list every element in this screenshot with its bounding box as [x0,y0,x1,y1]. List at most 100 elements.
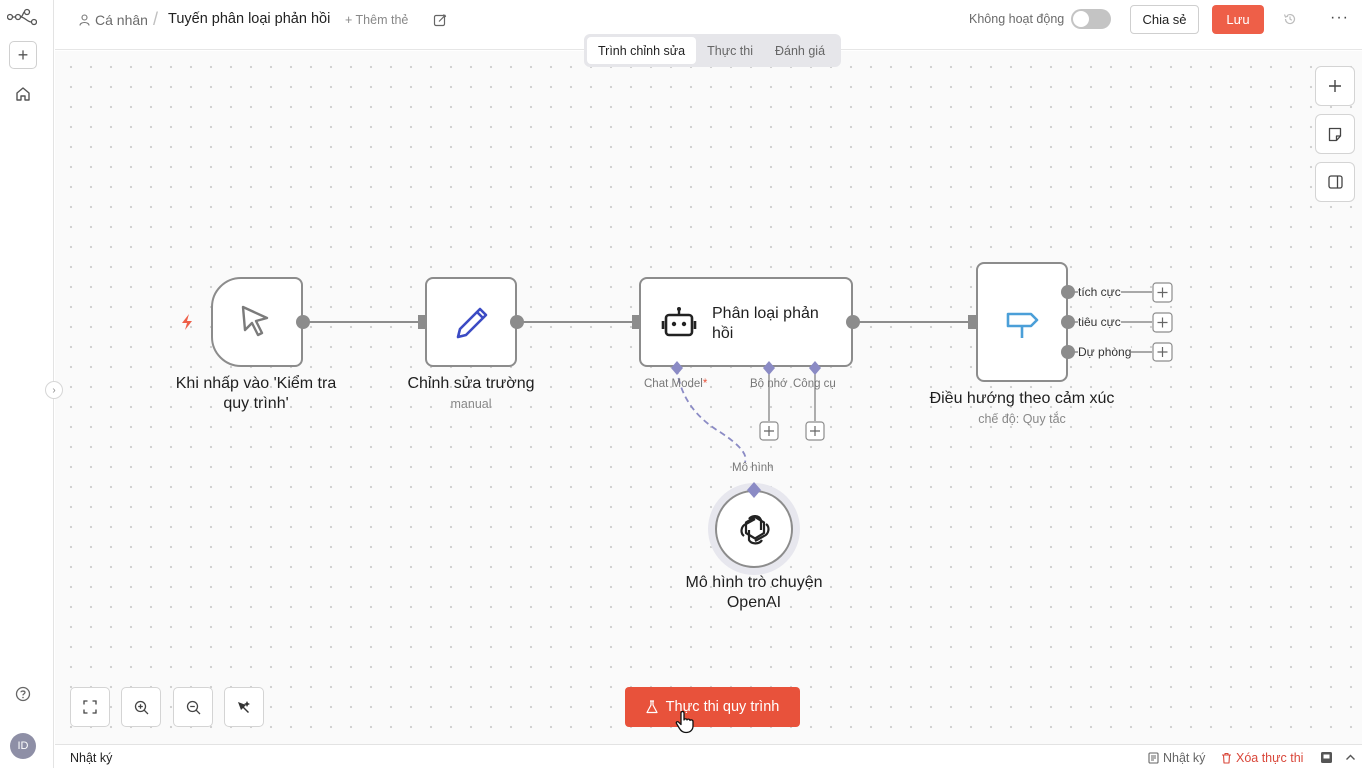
model-output-handle[interactable] [745,481,763,499]
router-output-positive: tích cực [1078,285,1121,299]
flask-icon [646,700,658,714]
robot-icon [661,307,697,337]
home-icon[interactable] [15,86,31,102]
edit-icon[interactable] [433,13,447,27]
more-icon[interactable]: ··· [1330,9,1349,26]
classifier-node-label: Phân loại phản hồi [712,305,819,342]
edit-fields-node-subtitle: manual [450,397,492,411]
share-button[interactable]: Chia sẻ [1130,5,1199,34]
history-icon[interactable] [1283,12,1297,26]
run-workflow-button[interactable]: Thực thi quy trình [625,687,800,727]
avatar[interactable]: ID [10,733,36,759]
classifier-input-handles [671,361,821,375]
trigger-node[interactable] [211,277,303,367]
output-handle[interactable] [845,314,861,330]
plus-icon: + [17,44,29,65]
open-logs-button[interactable]: Nhật ký [1148,751,1205,765]
breadcrumb-owner[interactable]: Cá nhân [79,12,148,28]
add-workflow-button[interactable]: + [9,41,37,69]
signpost-icon [1006,312,1039,338]
router-node[interactable] [976,262,1068,382]
clear-execution-label: Xóa thực thi [1236,751,1304,765]
edit-fields-node[interactable] [425,277,517,367]
output-handle[interactable] [509,314,525,330]
router-output-handles [1061,285,1075,359]
log-panel-title: Nhật ký [70,751,113,765]
output-handle-negative[interactable] [1061,315,1075,329]
add-node-after-positive[interactable] [1152,282,1173,303]
hand-cursor-icon [675,710,694,734]
chat-model-node-label: Mô hình trò chuyện OpenAI [685,574,823,611]
tool-input-label: Công cụ [793,378,836,390]
expand-sidebar-button[interactable]: › [45,381,63,399]
chat-model-node[interactable] [715,490,793,568]
user-icon [79,14,90,26]
view-tabs: Trình chỉnh sửa Thực thi Đánh giá [584,34,841,67]
output-handle-positive[interactable] [1061,285,1075,299]
input-handle[interactable] [416,314,428,330]
chevron-right-icon: › [52,384,56,396]
note-icon [1328,127,1342,141]
trash-icon [1222,752,1231,764]
zoom-out-icon [186,700,200,714]
tool-handle[interactable] [809,361,821,375]
chat-model-handle[interactable] [671,361,683,375]
activation-status-label: Không hoạt động [969,12,1065,26]
tidy-up-icon [238,701,250,713]
edit-fields-node-label: Chỉnh sửa trường [407,375,535,392]
chevron-up-icon[interactable] [1344,751,1357,764]
trigger-node-label: Khi nhấp vào 'Kiểm tra quy trình' [175,375,337,412]
activation-toggle[interactable] [1071,9,1111,29]
run-workflow-label: Thực thi quy trình [665,699,780,715]
add-node-after-negative[interactable] [1152,312,1173,333]
chat-model-input-label: Chat Model* [644,378,707,390]
lightning-icon [182,314,192,330]
breadcrumb-separator: / [153,9,159,29]
router-node-subtitle: chế độ: Quy tắc [978,412,1066,426]
memory-handle[interactable] [763,361,775,375]
fit-view-icon [83,700,97,714]
output-handle[interactable] [295,314,311,330]
router-output-negative: tiêu cực [1078,315,1121,329]
plus-icon [1329,80,1341,92]
input-handle[interactable] [630,314,642,330]
open-logs-label: Nhật ký [1163,751,1206,765]
workflow-logo-icon[interactable] [7,8,37,26]
router-output-fallback: Dự phòng [1078,345,1132,359]
chat-model-label: Chat Model [644,378,703,390]
zoom-in-button[interactable] [121,687,161,727]
tab-executions[interactable]: Thực thi [707,43,753,58]
workflow-title[interactable]: Tuyến phân loại phản hồi [168,11,331,27]
cursor-icon [241,305,269,337]
add-memory-button[interactable] [759,421,779,441]
add-node-button[interactable] [1315,66,1355,106]
save-button[interactable]: Lưu [1212,5,1264,34]
help-icon[interactable] [15,686,31,702]
zoom-out-button[interactable] [173,687,213,727]
output-handle-fallback[interactable] [1061,345,1075,359]
log-panel-bar[interactable]: Nhật ký Nhật ký Xóa thực thi [55,744,1362,768]
toggle-panel-button[interactable] [1315,162,1355,202]
pop-out-icon[interactable] [1320,751,1333,764]
router-add-buttons [1152,282,1173,362]
breadcrumb-owner-label: Cá nhân [95,12,148,28]
model-output-label: Mô hình [732,462,774,474]
fit-view-button[interactable] [70,687,110,727]
add-node-after-fallback[interactable] [1152,342,1173,362]
add-tool-button[interactable] [805,421,825,441]
add-sticky-note-button[interactable] [1315,114,1355,154]
input-handle[interactable] [966,314,978,330]
add-tag-button[interactable]: + Thêm thẻ [345,13,409,27]
router-node-label: Điều hướng theo cảm xúc [929,390,1115,407]
tab-evaluations[interactable]: Đánh giá [775,43,826,58]
tidy-up-button[interactable] [224,687,264,727]
openai-icon [740,515,770,545]
workflow-canvas[interactable] [55,51,1362,744]
clear-execution-button[interactable]: Xóa thực thi [1221,751,1303,765]
logs-icon [1148,752,1159,764]
panel-icon [1327,175,1343,189]
tab-editor[interactable]: Trình chỉnh sửa [587,37,697,64]
zoom-in-icon [134,700,148,714]
classifier-node[interactable]: Phân loại phản hồi [639,277,853,367]
pencil-icon [456,307,488,339]
